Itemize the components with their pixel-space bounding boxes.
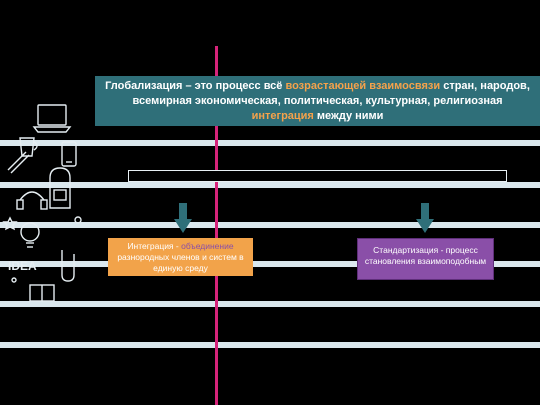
ruled-line [0,222,540,228]
phone-icon [61,141,77,167]
pencil-icon [7,151,30,174]
standardization-box: Стандартизация - процесс становления вза… [357,238,494,280]
doodle-illustrations: IDEA [2,104,82,302]
lightbulb-icon [20,222,40,248]
headphones-icon [16,191,48,210]
margin-line [215,46,218,405]
ruled-line [0,261,540,267]
arrow-down-icon [174,203,192,233]
definition-line-1: Глобализация – это процесс всё возрастаю… [105,80,530,92]
ruled-line [0,301,540,307]
cup-icon [19,137,38,157]
arrow-down-icon [416,203,434,233]
ruled-line [0,140,540,146]
ruled-line [0,182,540,188]
backpack-icon [49,167,71,209]
paperclip-icon [61,250,75,282]
definition-line-2: всемирная экономическая, политическая, к… [132,95,503,107]
laptop-icon [32,104,72,133]
split-bar [128,170,507,182]
idea-text: IDEA [8,259,37,273]
highlight-interconnection: возрастающей взаимосвязи [285,80,441,92]
book-icon [29,284,55,302]
definition-line-3: интеграция между ними [251,110,384,122]
globalization-definition-box: Глобализация – это процесс всё возрастаю… [95,76,540,126]
star-icon [2,216,18,231]
integration-box: Интеграция - объединение разнородных чле… [108,238,253,276]
highlight-union: объединение [181,241,234,251]
ruled-line [0,342,540,348]
highlight-integration: интеграция [251,110,314,122]
